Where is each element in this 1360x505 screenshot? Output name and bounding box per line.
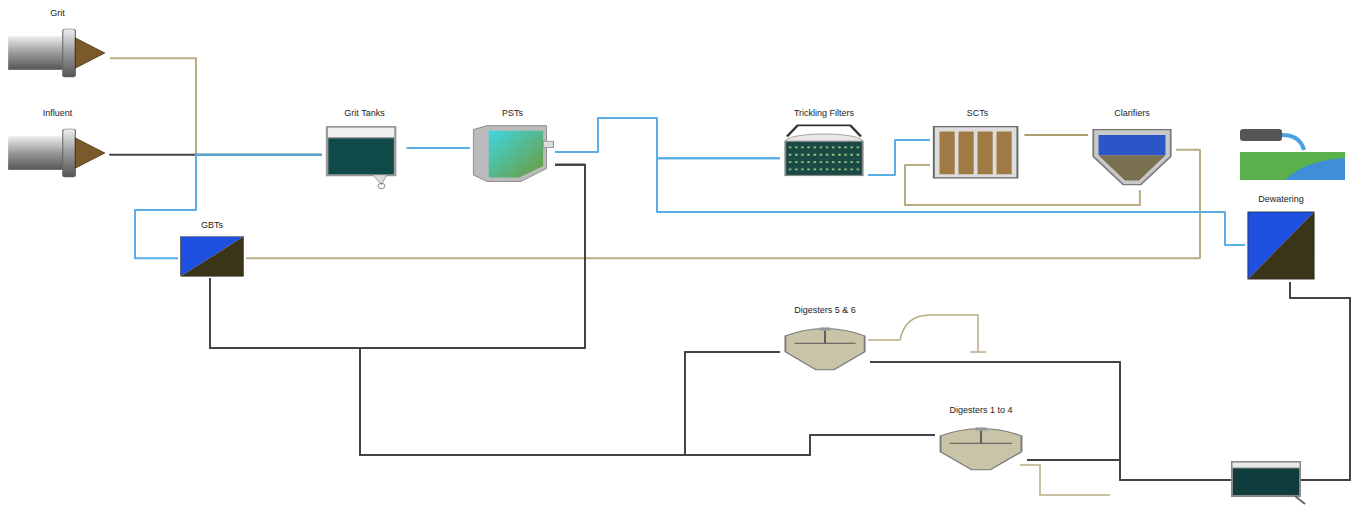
gas-line xyxy=(868,315,986,352)
unit-label: PSTs xyxy=(470,108,555,119)
tank-outlet xyxy=(1295,496,1305,504)
gas-valve xyxy=(868,315,1110,495)
process-unit: Digesters 1 to 4 xyxy=(935,405,1027,473)
outfall-water xyxy=(1282,135,1304,150)
unit-label: GBTs xyxy=(178,220,246,231)
unit-label: Clarifiers xyxy=(1088,108,1176,119)
tank-body xyxy=(1232,462,1300,496)
flow-line xyxy=(210,165,585,348)
flow-line xyxy=(868,140,930,175)
process-unit: Clarifiers xyxy=(1088,108,1176,190)
unit-icon xyxy=(1245,209,1317,282)
unit-label: Influent xyxy=(5,108,110,119)
unit-icon xyxy=(322,123,407,190)
unit-label: Trickling Filters xyxy=(780,108,868,119)
unit-label: Dewatering xyxy=(1245,194,1317,205)
outfall xyxy=(1240,129,1345,180)
unit-label: SCTs xyxy=(930,108,1025,119)
unit-label: Grit Tanks xyxy=(322,108,407,119)
process-unit: Digesters 5 & 6 xyxy=(780,305,870,373)
unit-icon xyxy=(470,123,555,188)
process-unit: Dewatering xyxy=(1245,194,1317,282)
sludge-holding-tank xyxy=(1232,462,1305,504)
process-unit: SCTs xyxy=(930,108,1025,184)
river xyxy=(1285,158,1345,180)
unit-icon xyxy=(1088,123,1176,190)
flow-line xyxy=(360,165,780,455)
flow-line xyxy=(110,58,322,155)
outfall-pipe xyxy=(1240,129,1282,141)
process-unit: Influent xyxy=(5,108,110,183)
unit-icon xyxy=(930,123,1025,184)
process-unit: PSTs xyxy=(470,108,555,188)
flow-line xyxy=(210,278,780,455)
unit-icon xyxy=(178,235,246,278)
gas-line xyxy=(1020,465,1110,495)
process-unit: Grit xyxy=(5,8,110,83)
unit-icon xyxy=(780,320,870,373)
flow-line xyxy=(1027,282,1350,480)
process-unit: Trickling Filters xyxy=(780,108,868,184)
flow-line xyxy=(210,278,935,455)
unit-label: Digesters 5 & 6 xyxy=(780,305,870,316)
flow-line xyxy=(407,147,470,149)
unit-icon xyxy=(5,123,110,183)
unit-label: Digesters 1 to 4 xyxy=(935,405,1027,416)
flow-line xyxy=(870,282,1350,480)
unit-icon xyxy=(780,123,868,184)
unit-icon xyxy=(935,420,1027,473)
process-unit: GBTs xyxy=(178,220,246,278)
bank xyxy=(1240,152,1345,180)
flow-line xyxy=(555,118,780,158)
process-unit: Grit Tanks xyxy=(322,108,407,190)
flow-line xyxy=(1025,134,1088,136)
unit-label: Grit xyxy=(5,8,110,19)
unit-icon xyxy=(5,23,110,83)
flow-line xyxy=(360,165,935,455)
tank-rim xyxy=(1232,462,1300,468)
